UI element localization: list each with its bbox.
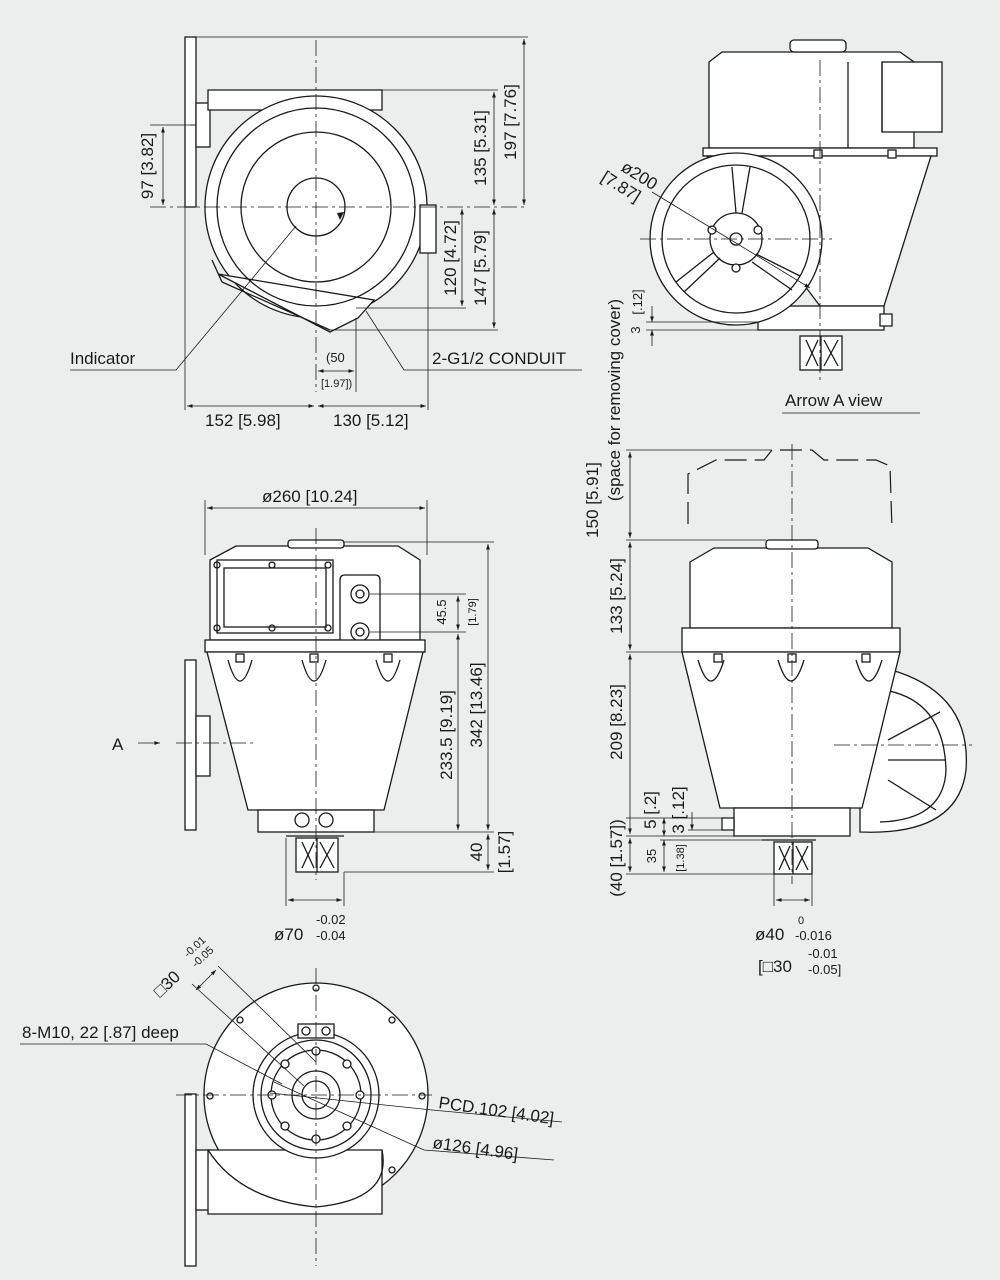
dim-40-in: [1.57] [495,831,514,874]
dim-120: 120 [4.72] [441,220,460,296]
bottom-view: □30 -0.01 -0.05 8-M10, 22 [.87] deep PCD… [20,934,563,1267]
dim-35-in: [1.38] [675,844,687,872]
dia-126: ø126 [4.96] [431,1133,519,1164]
dim-150-note: (space for removing cover) [605,299,624,501]
dim-130: 130 [5.12] [333,411,409,430]
dim-40: 40 [467,843,486,862]
dim-5: 5 [.2] [641,791,660,829]
dim-35: 35 [644,849,659,863]
dim-342: 342 [13.46] [467,662,486,747]
dim-50-in: [1.97]) [321,378,352,390]
arrow-a-label: A [112,735,124,754]
dia-70: ø70 [274,925,303,944]
tol-sq30-lower: -0.05] [808,962,841,977]
arrow-a-view-title: Arrow A view [785,391,883,410]
dim-45-5-in: [1.79] [467,598,479,626]
tol-40-upper: 0 [798,915,804,927]
dia-40: ø40 [755,925,784,944]
dim-152: 152 [5.98] [205,411,281,430]
dim-147: 147 [5.79] [471,230,490,306]
dim-233-5: 233.5 [9.19] [437,690,456,780]
dim-97: 97 [3.82] [138,133,157,199]
dia-260: ø260 [10.24] [262,487,357,506]
tol-sq30-upper: -0.01 [808,946,838,961]
pcd-label: PCD.102 [4.02] [437,1093,555,1128]
dim-3-side: 3 [.12] [669,786,688,833]
sq-30-bottom: □30 [150,967,184,1001]
dim-50: (50 [326,350,345,365]
indicator-label: Indicator [70,349,136,368]
front-view: A ø260 [10.24] 45.5 [1.79] 233.5 [9.19] … [112,487,514,944]
dim-209: 209 [8.23] [607,684,626,760]
tol-40-lower: -0.016 [795,928,832,943]
dim-135: 135 [5.31] [471,110,490,186]
tol-70-upper: -0.02 [316,912,346,927]
dim-45-5: 45.5 [434,599,449,624]
side-view: 150 [5.91] (space for removing cover) 13… [583,299,972,977]
dim-40-paren: (40 [1.57]) [607,819,626,897]
dim-3-in: [.12] [630,289,645,314]
conduit-label: 2-G1/2 CONDUIT [432,349,566,368]
arrow-a-view: ø200 [7.87] 3 [.12] Arrow A view [598,39,943,414]
top-view: 97 [3.82] 197 [7.76] 135 [5.31] 120 [4.7… [70,36,582,430]
tol-70-lower: -0.04 [316,928,346,943]
dim-3: 3 [628,326,643,333]
dim-150: 150 [5.91] [583,462,602,538]
dim-133: 133 [5.24] [607,558,626,634]
sq-30-side: [□30 [758,957,792,976]
bolt-label: 8-M10, 22 [.87] deep [22,1023,179,1042]
dim-197: 197 [7.76] [501,84,520,160]
